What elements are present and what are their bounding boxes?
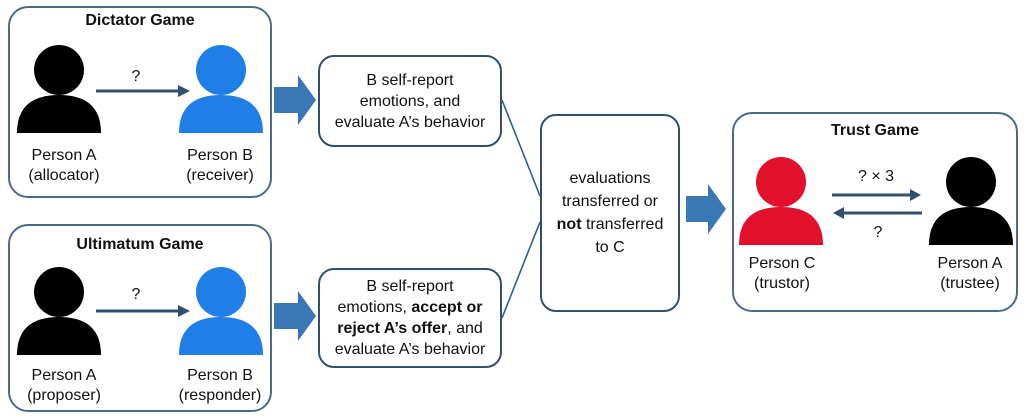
trust-person-c-label: Person C (trustor): [730, 254, 834, 294]
dictator-person-a-name: Person A: [31, 147, 97, 164]
box-bottom-line3a: reject A’s offer: [337, 320, 448, 337]
block-arrow-bottom: [274, 291, 316, 341]
dictator-person-b-name: Person B: [187, 147, 253, 164]
trust-forward-label: ? × 3: [857, 168, 895, 185]
dictator-transfer-label: ?: [131, 68, 141, 85]
connector-top: [501, 99, 541, 197]
dictator-person-a-role: (allocator): [28, 167, 100, 184]
box-top-line1: B self-report: [366, 71, 454, 89]
box-top-line3: evaluate A’s behavior: [334, 113, 486, 131]
box-bottom-line2b: accept or: [411, 299, 483, 316]
ultimatum-person-b-role: (responder): [178, 387, 262, 404]
trust-forward-arrow: [832, 189, 921, 201]
box-mid-line4: to C: [595, 239, 625, 256]
ultimatum-game-title: Ultimatum Game: [76, 236, 204, 253]
person-icon-trust-c: [739, 157, 823, 245]
box-evaluations: evaluations transferred or not transferr…: [540, 114, 680, 312]
trust-person-c-role: (trustor): [754, 275, 810, 292]
dictator-game-title: Dictator Game: [85, 12, 195, 29]
ultimatum-person-a-role: (proposer): [27, 387, 101, 404]
ultimatum-transfer-arrow: [96, 305, 190, 317]
box-top-line2: emotions, and: [359, 92, 461, 110]
block-arrow-top: [274, 75, 316, 125]
trust-person-a-label: Person A (trustee): [920, 254, 1020, 294]
box-self-report-dictator: B self-report emotions, and evaluate A’s…: [318, 55, 502, 147]
person-icon-dictator-b: [179, 45, 263, 133]
person-icon-ultimatum-b: [179, 267, 263, 355]
box-mid-line2: transferred or: [561, 193, 659, 210]
ultimatum-person-b-label: Person B (responder): [170, 366, 270, 406]
dictator-person-b-role: (receiver): [186, 167, 254, 184]
dictator-person-b-label: Person B (receiver): [170, 146, 270, 186]
trust-person-c-name: Person C: [748, 255, 816, 272]
box-bottom-line1: B self-report: [366, 278, 454, 295]
trust-back-label: ?: [873, 224, 883, 241]
person-icon-dictator-a: [17, 45, 101, 133]
box-mid-line3a: not: [556, 216, 582, 233]
dictator-person-a-label: Person A (allocator): [14, 146, 114, 186]
person-icon-ultimatum-a: [17, 267, 101, 355]
box-mid-line3b: transferred: [581, 216, 664, 233]
trust-game-title: Trust Game: [830, 122, 920, 139]
ultimatum-person-b-name: Person B: [187, 367, 253, 384]
ultimatum-person-a-label: Person A (proposer): [14, 366, 114, 406]
trust-back-arrow: [833, 207, 922, 219]
trust-person-a-role: (trustee): [940, 275, 1000, 292]
box-bottom-line2a: emotions,: [337, 299, 412, 316]
dictator-transfer-arrow: [96, 85, 190, 97]
ultimatum-transfer-label: ?: [131, 286, 141, 303]
box-mid-line1: evaluations: [569, 170, 651, 187]
trust-person-a-name: Person A: [937, 255, 1003, 272]
ultimatum-person-a-name: Person A: [31, 367, 97, 384]
person-icon-trust-a: [929, 157, 1013, 245]
block-arrow-mid: [686, 184, 726, 234]
box-bottom-line3b: , and: [447, 320, 483, 337]
box-self-report-ultimatum: B self-report emotions, accept or reject…: [318, 268, 502, 368]
connector-bottom: [501, 221, 541, 319]
box-bottom-line4: evaluate A’s behavior: [334, 341, 486, 358]
